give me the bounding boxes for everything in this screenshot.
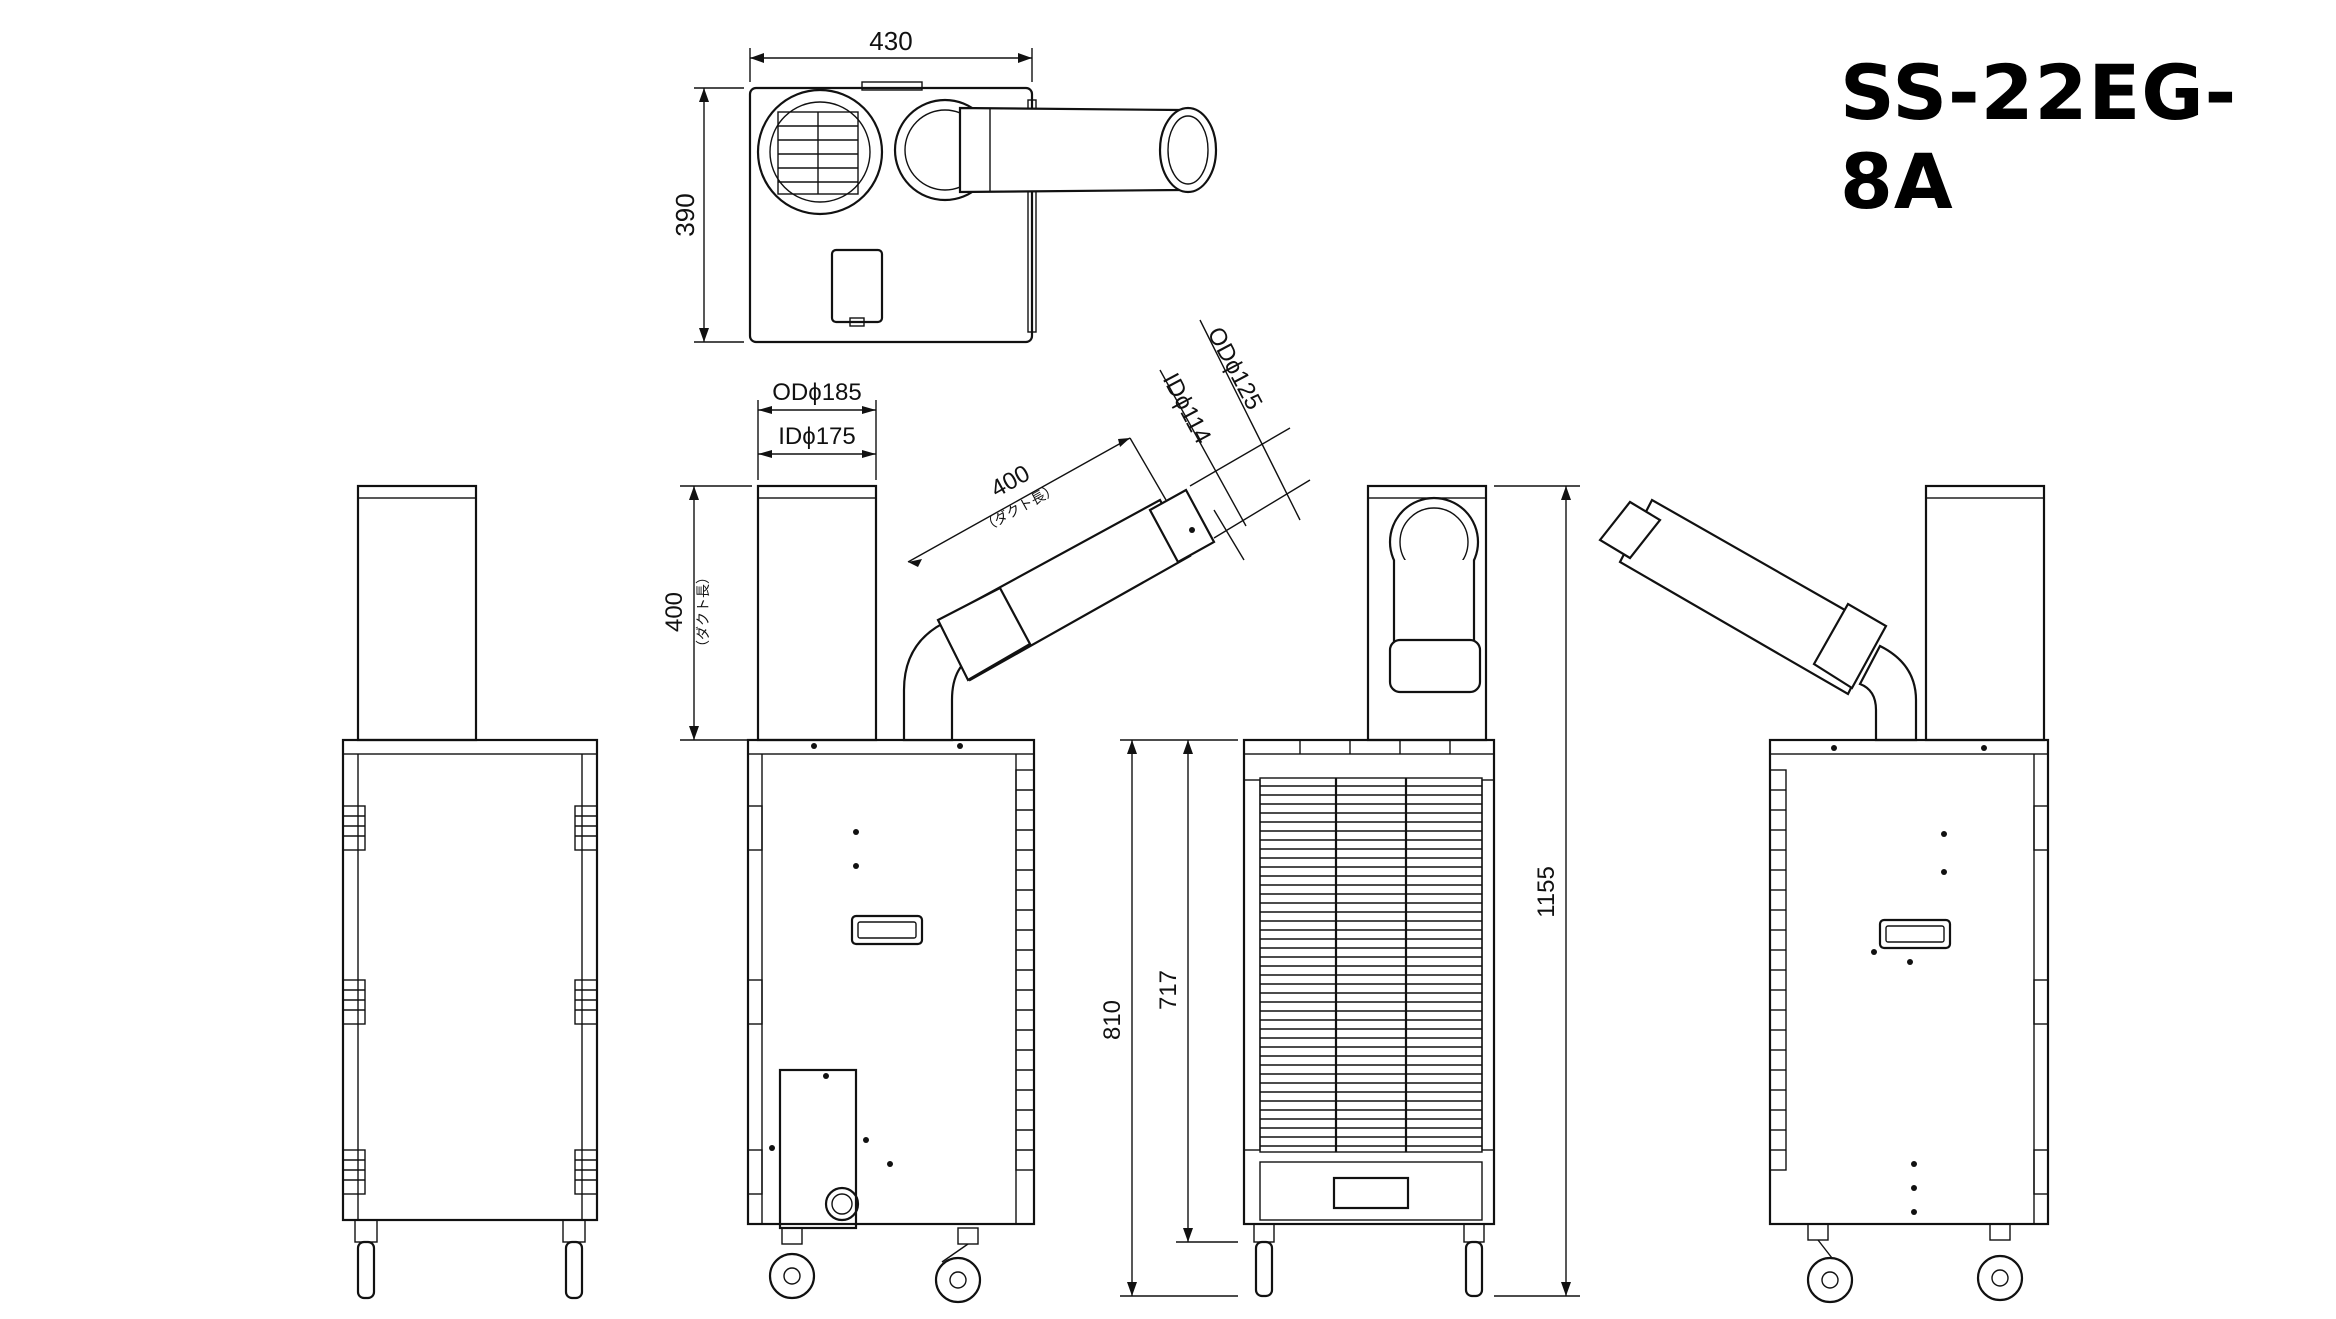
outlet-length-note: （ダクト長）: [695, 570, 711, 654]
side-view-a: ODϕ185 IDϕ175 400 （ダクト長）: [661, 319, 1311, 1304]
top-view: 430 390: [670, 26, 1218, 344]
total-height-dim: 1155: [1533, 866, 1560, 918]
side-duct-od-label: ODϕ125: [1202, 323, 1268, 415]
side-view-b: [1598, 484, 2050, 1304]
top-width-dim: 430: [869, 26, 912, 56]
inner-height-dim: 717: [1155, 970, 1182, 1010]
top-depth-dim: 390: [670, 193, 700, 236]
outlet-length-dim: 400: [661, 592, 688, 632]
outlet-id-label: IDϕ175: [778, 423, 855, 450]
front-view: 810 717 1155: [1099, 484, 1580, 1298]
outlet-od-label: ODϕ185: [772, 379, 861, 406]
body-height-dim: 810: [1099, 1000, 1126, 1040]
rear-view: [341, 484, 599, 1300]
side-duct-id-label: IDϕ114: [1157, 369, 1216, 449]
model-title: SS-22EG-8A: [1840, 48, 2238, 226]
